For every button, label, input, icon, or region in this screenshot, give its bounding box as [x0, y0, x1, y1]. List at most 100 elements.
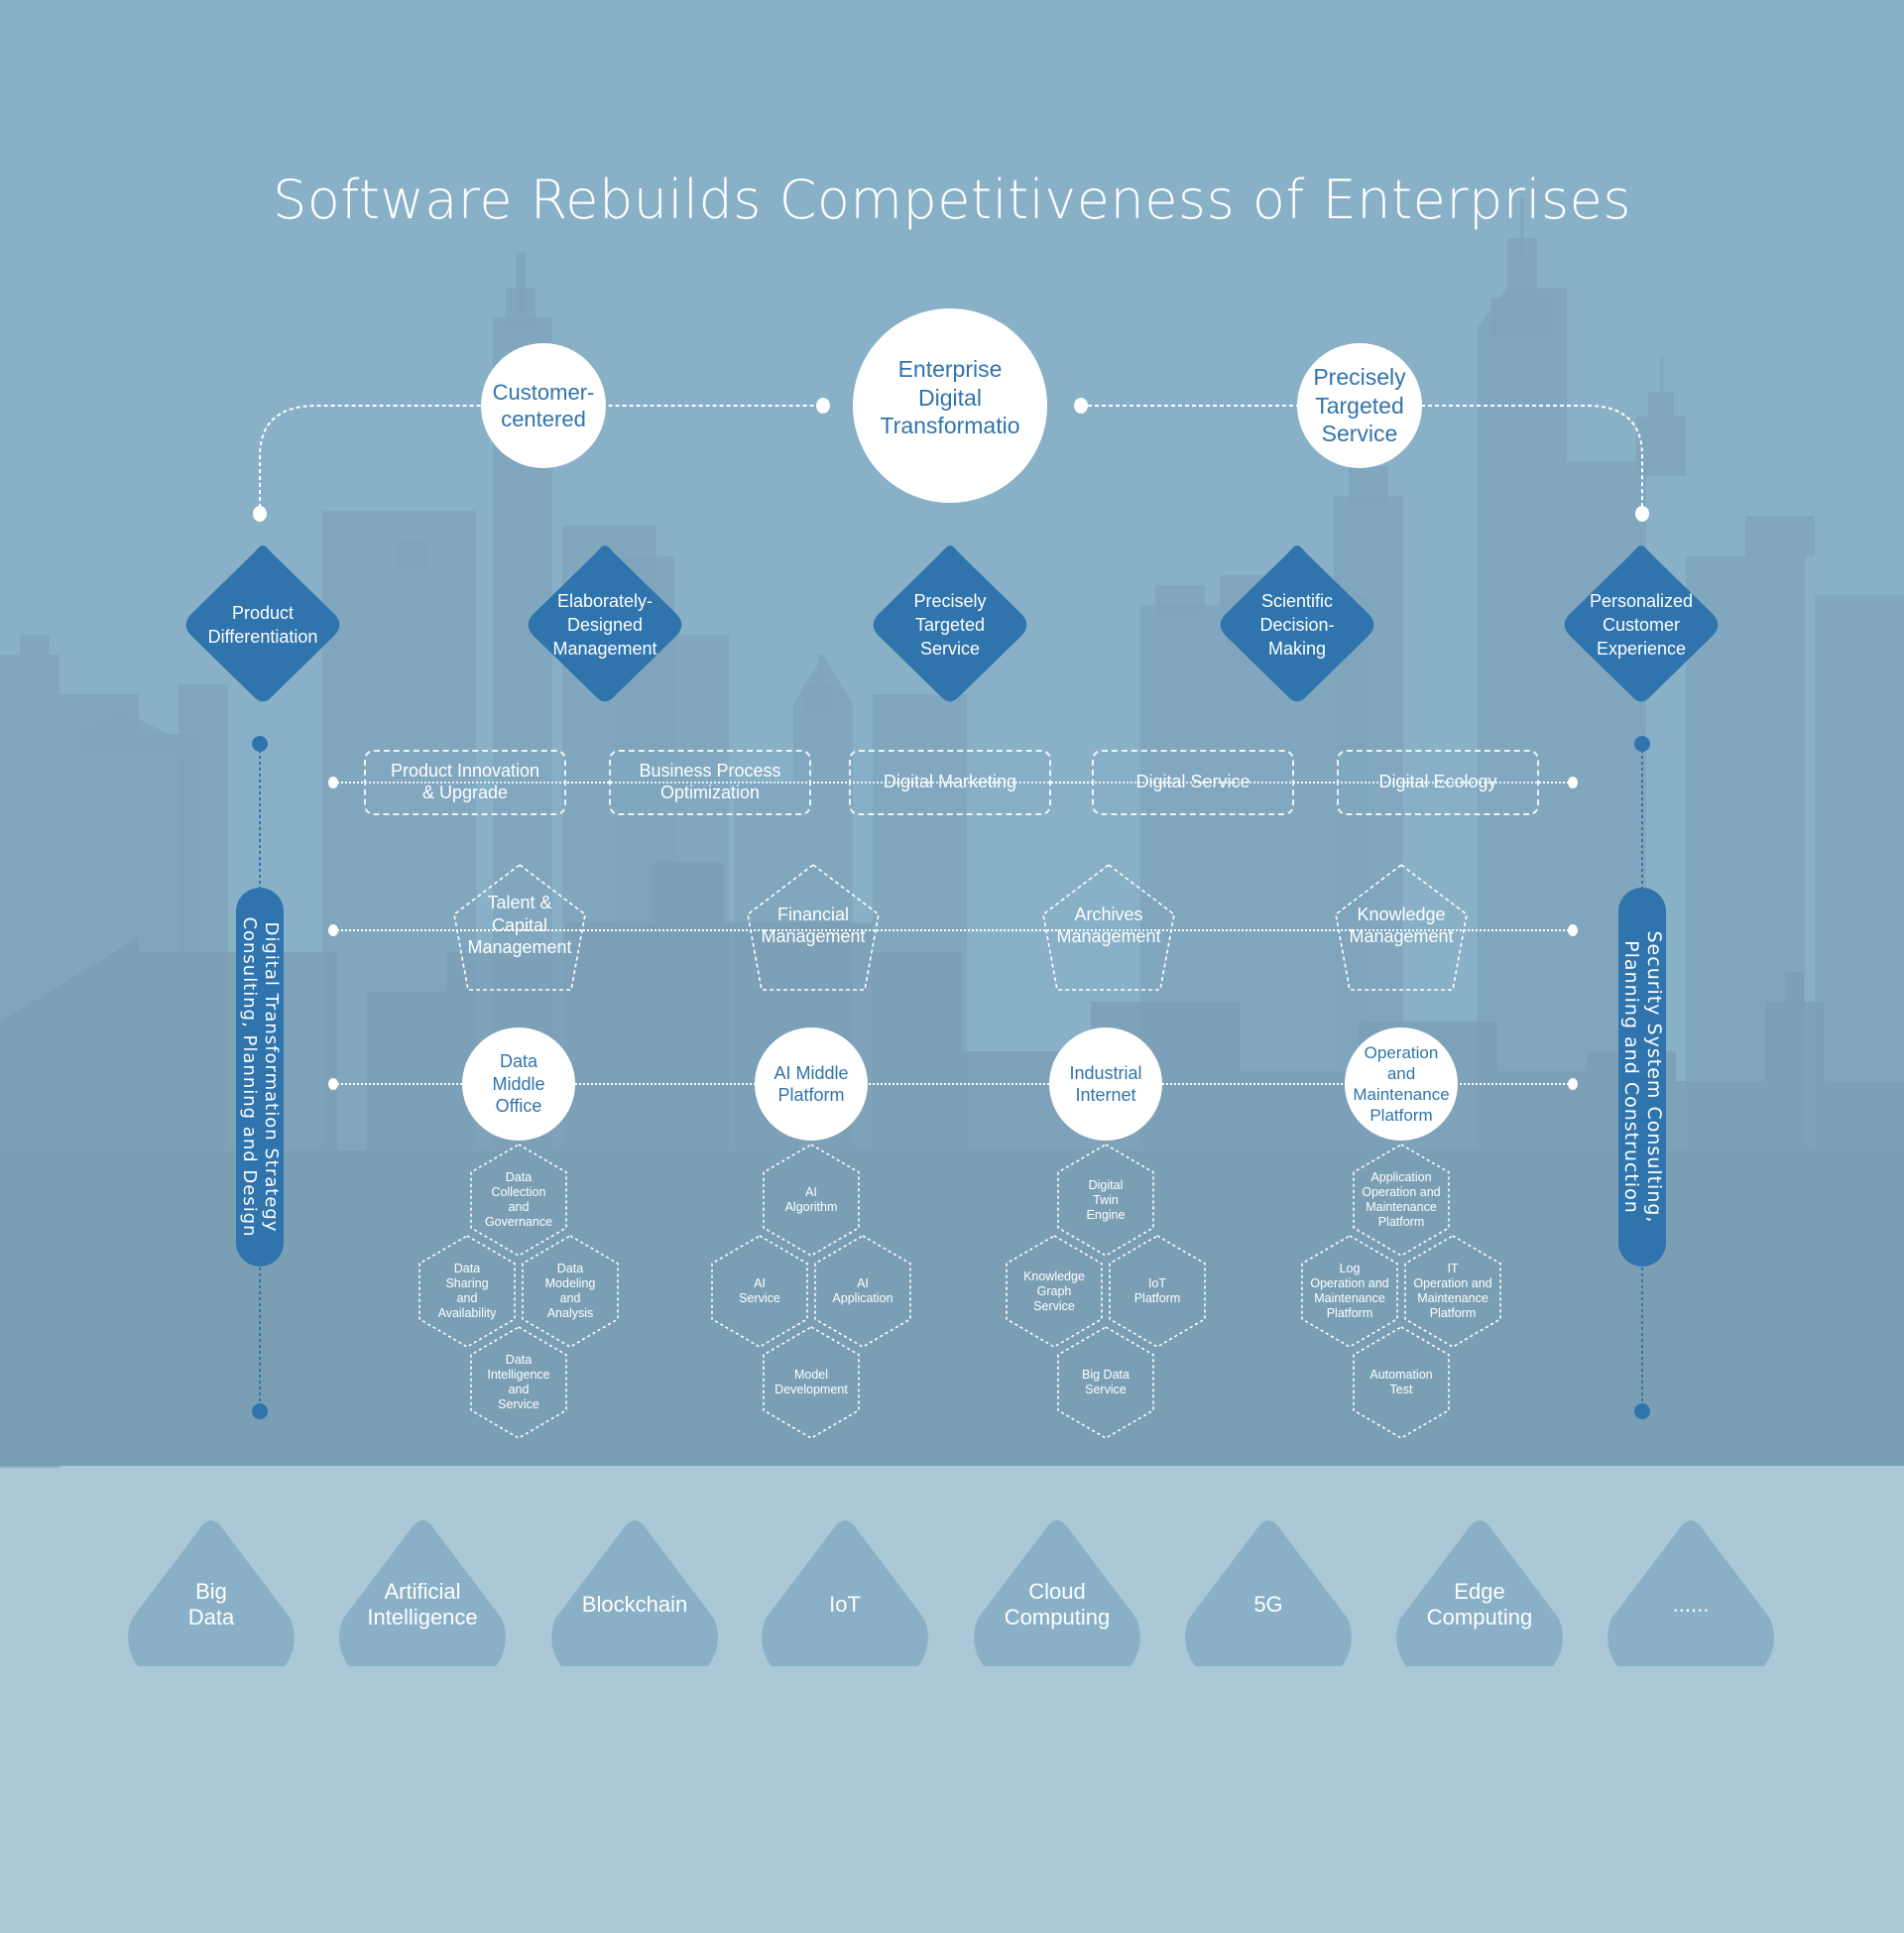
side-top-dot: [252, 736, 268, 752]
skyline-building: [1520, 198, 1524, 258]
side-bottom-dot: [252, 1403, 268, 1419]
top-circle-enterprise-digital-transformation: Enterprise Digital Transformatio: [853, 308, 1047, 503]
pentagon-shape: [1335, 864, 1468, 991]
hexagon-shape: [711, 1235, 808, 1348]
hexagon-shape: [814, 1235, 911, 1348]
technology-label: ......: [1672, 1591, 1710, 1617]
skyline-roof: [793, 655, 853, 704]
pentagon-label: Archives Management: [1056, 904, 1161, 947]
capability-box: Digital Ecology: [1337, 750, 1539, 815]
diamond-shape: [1220, 545, 1374, 702]
hexagon-label: Log Operation and Maintenance Platform: [1310, 1262, 1389, 1320]
top-circle-precisely-targeted-service-top: Precisely Targeted Service: [1297, 343, 1422, 468]
top-circle-label: Customer- centered: [492, 379, 595, 432]
side-bottom-dot: [1634, 1403, 1650, 1419]
hexagon-label: AI Application: [832, 1276, 893, 1305]
connector-dot: [1074, 398, 1088, 414]
hexagon-label: IT Operation and Maintenance Platform: [1413, 1262, 1492, 1320]
diamond-shape: [1564, 545, 1719, 702]
platform-circle: AI Middle Platform: [755, 1027, 868, 1141]
capability-box: Digital Service: [1092, 750, 1294, 815]
hexagon-shape: [1109, 1235, 1206, 1348]
hexagon-label: Automation Test: [1369, 1368, 1433, 1396]
side-pill-label: Security System Consulting, Planning and…: [1620, 930, 1665, 1224]
diamond-label: Personalized Customer Experience: [1589, 590, 1694, 660]
side-pill-label: Digital Transformation Strategy Consulti…: [239, 916, 282, 1238]
technology-triangle: [1607, 1520, 1774, 1666]
skyline-building: [1636, 417, 1686, 476]
skyline-roof: [79, 709, 178, 754]
skyline-base: [0, 1150, 1904, 1466]
skyline-building: [20, 635, 50, 655]
hexagon-shape: [1353, 1144, 1450, 1257]
skyline-building: [1660, 357, 1663, 397]
hexagon-label: Digital Twin Engine: [1086, 1177, 1126, 1222]
top-circle-label: Enterprise Digital Transformatio: [880, 355, 1020, 439]
skyline-building: [516, 253, 526, 312]
diamond-shape: [873, 545, 1027, 702]
hexagon-label: Data Sharing and Availability: [437, 1262, 497, 1320]
hexagon-label: Knowledge Graph Service: [1023, 1269, 1085, 1313]
diamond-label: Scientific Decision- Making: [1259, 590, 1335, 660]
pentagon-shape: [1042, 864, 1175, 991]
technology-triangle: [974, 1520, 1140, 1666]
diamond-shape: [528, 545, 682, 702]
hexagon-shape: [1353, 1326, 1450, 1439]
hexagon-shape: [1006, 1235, 1103, 1348]
connector-dot: [816, 398, 830, 414]
top-left-connector: [259, 405, 821, 508]
platform-label: Data Middle Office: [492, 1051, 545, 1117]
page-title: Software Rebuilds Competitiveness of Ent…: [273, 169, 1631, 231]
pentagon-shape: [453, 864, 586, 991]
technology-triangle: [128, 1520, 295, 1666]
technology-triangle: [1396, 1520, 1563, 1666]
skyline-building: [1785, 972, 1805, 1012]
skyline-spire: [1478, 288, 1567, 327]
technology-label: Blockchain: [581, 1591, 688, 1617]
row-end-dot: [1568, 777, 1578, 788]
side-pill-left: [236, 888, 284, 1267]
capability-box: Product Innovation & Upgrade: [364, 750, 566, 815]
hexagon-label: Big Data Service: [1082, 1368, 1130, 1396]
platform-circle: Operation and Maintenance Platform: [1345, 1027, 1458, 1141]
hexagon-shape: [1057, 1326, 1154, 1439]
platform-circle: Industrial Internet: [1049, 1027, 1162, 1141]
side-pill-right: [1618, 888, 1666, 1267]
hexagon-shape: [1404, 1235, 1501, 1348]
top-circle-label: Precisely Targeted Service: [1313, 363, 1406, 447]
skyline-building: [1155, 585, 1205, 615]
platform-label: Industrial Internet: [1069, 1062, 1142, 1106]
skyline-building: [1765, 1002, 1825, 1081]
technology-label: 5G: [1253, 1591, 1283, 1617]
diamond-label: Precisely Targeted Service: [913, 590, 987, 660]
technology-triangle: [339, 1520, 506, 1666]
diamond-shape: [185, 545, 340, 702]
skyline-building: [397, 541, 426, 570]
hexagon-label: Data Intelligence and Service: [487, 1353, 550, 1411]
hexagon-shape: [522, 1235, 619, 1348]
bottom-band: [0, 1466, 1904, 1933]
capability-box: Digital Marketing: [849, 750, 1051, 815]
hexagon-label: Data Collection and Governance: [484, 1170, 553, 1229]
platform-label: Operation and Maintenance Platform: [1353, 1042, 1450, 1126]
connector-dot: [253, 506, 267, 522]
side-top-dot: [1634, 736, 1650, 752]
hexagon-shape: [470, 1144, 567, 1257]
hexagon-shape: [1301, 1235, 1398, 1348]
top-right-connector: [1081, 405, 1643, 508]
hexagon-label: Data Modeling and Analysis: [544, 1262, 596, 1320]
row-end-dot: [1568, 1078, 1578, 1090]
technology-triangle: [551, 1520, 718, 1666]
hexagon-shape: [1057, 1144, 1154, 1257]
row-end-dot: [328, 777, 338, 788]
hexagon-label: Model Development: [774, 1368, 848, 1396]
technology-triangle: [762, 1520, 928, 1666]
hexagon-shape: [470, 1326, 567, 1439]
skyline-building: [1349, 466, 1388, 506]
technology-label: Big Data: [187, 1578, 235, 1630]
row-end-dot: [328, 1078, 338, 1090]
pentagon-label: Talent & Capital Management: [467, 893, 572, 958]
pentagon-shape: [747, 864, 880, 991]
pentagon-label: Knowledge Management: [1349, 904, 1454, 947]
